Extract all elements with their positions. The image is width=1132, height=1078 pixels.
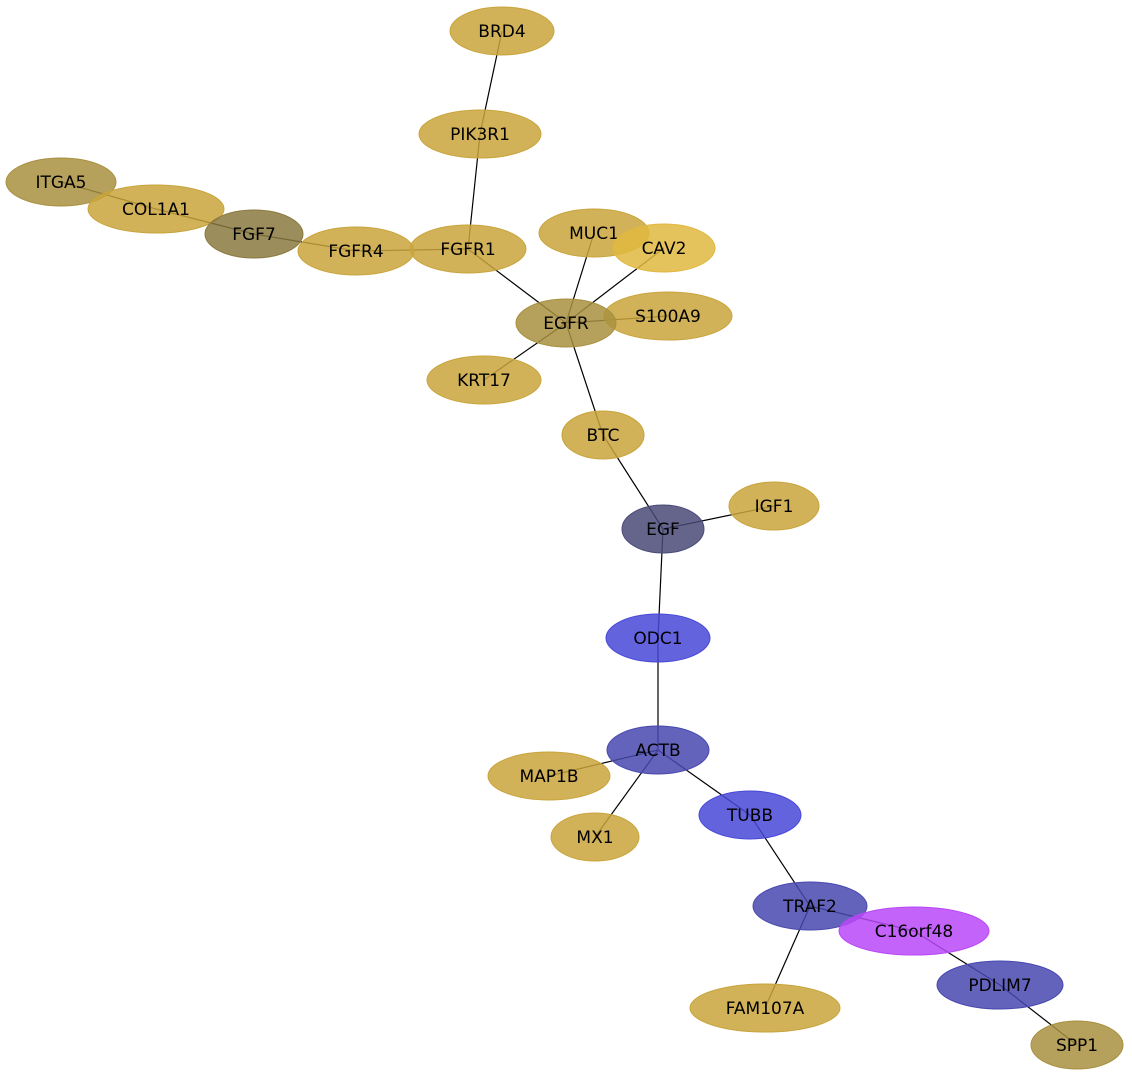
node-pdlim7[interactable]: PDLIM7 [936, 960, 1064, 1010]
node-fgfr1[interactable]: FGFR1 [409, 224, 527, 274]
node-label: S100A9 [635, 307, 701, 327]
node-shape [936, 960, 1064, 1010]
node-shape [728, 481, 820, 531]
node-label: ACTB [635, 741, 680, 761]
node-label: CAV2 [642, 239, 687, 259]
node-label: ITGA5 [35, 173, 86, 193]
node-krt17[interactable]: KRT17 [426, 355, 542, 405]
node-label: KRT17 [457, 371, 511, 391]
node-c16orf48[interactable]: C16orf48 [838, 906, 990, 956]
node-mx1[interactable]: MX1 [550, 812, 640, 862]
node-igf1[interactable]: IGF1 [728, 481, 820, 531]
node-label: EGF [646, 520, 680, 540]
node-label: FAM107A [726, 999, 805, 1019]
node-label: ODC1 [633, 629, 682, 649]
node-shape [449, 6, 555, 56]
node-shape [621, 504, 705, 554]
node-map1b[interactable]: MAP1B [487, 751, 611, 801]
node-label: MUC1 [569, 224, 619, 244]
node-traf2[interactable]: TRAF2 [752, 881, 868, 931]
node-col1a1[interactable]: COL1A1 [87, 184, 225, 234]
node-label: SPP1 [1056, 1036, 1098, 1056]
node-actb[interactable]: ACTB [606, 725, 710, 775]
node-fam107a[interactable]: FAM107A [689, 983, 841, 1033]
node-shape [426, 355, 542, 405]
node-shape [606, 725, 710, 775]
node-cav2[interactable]: CAV2 [612, 223, 716, 273]
node-btc[interactable]: BTC [561, 410, 645, 460]
node-brd4[interactable]: BRD4 [449, 6, 555, 56]
node-shape [418, 109, 542, 159]
node-label: PDLIM7 [968, 976, 1031, 996]
node-spp1[interactable]: SPP1 [1030, 1020, 1124, 1070]
node-fgf7[interactable]: FGF7 [204, 209, 304, 259]
node-label: MX1 [576, 828, 613, 848]
node-label: EGFR [543, 314, 589, 334]
node-label: FGF7 [232, 225, 276, 245]
node-fgfr4[interactable]: FGFR4 [297, 226, 415, 276]
node-shape [561, 410, 645, 460]
node-shape [689, 983, 841, 1033]
node-shape [698, 790, 802, 840]
node-shape [487, 751, 611, 801]
node-shape [838, 906, 990, 956]
node-shape [87, 184, 225, 234]
node-label: PIK3R1 [450, 125, 510, 145]
node-shape [5, 157, 117, 207]
node-label: FGFR4 [328, 242, 383, 262]
node-shape [550, 812, 640, 862]
node-label: COL1A1 [122, 200, 190, 220]
node-shape [204, 209, 304, 259]
node-pik3r1[interactable]: PIK3R1 [418, 109, 542, 159]
node-tubb[interactable]: TUBB [698, 790, 802, 840]
node-label: TRAF2 [782, 897, 837, 917]
node-label: MAP1B [519, 767, 578, 787]
node-label: C16orf48 [875, 922, 954, 942]
node-label: FGFR1 [440, 240, 495, 260]
node-s100a9[interactable]: S100A9 [603, 291, 733, 341]
node-egf[interactable]: EGF [621, 504, 705, 554]
node-label: BRD4 [478, 22, 525, 42]
node-egfr[interactable]: EGFR [515, 298, 617, 348]
node-shape [1030, 1020, 1124, 1070]
node-shape [605, 613, 711, 663]
node-shape [752, 881, 868, 931]
node-odc1[interactable]: ODC1 [605, 613, 711, 663]
edge-layer [60, 30, 1078, 1046]
node-shape [515, 298, 617, 348]
node-label: IGF1 [755, 497, 794, 517]
node-itga5[interactable]: ITGA5 [5, 157, 117, 207]
node-label: TUBB [726, 806, 773, 826]
node-shape [409, 224, 527, 274]
node-shape [612, 223, 716, 273]
node-label: BTC [587, 426, 620, 446]
